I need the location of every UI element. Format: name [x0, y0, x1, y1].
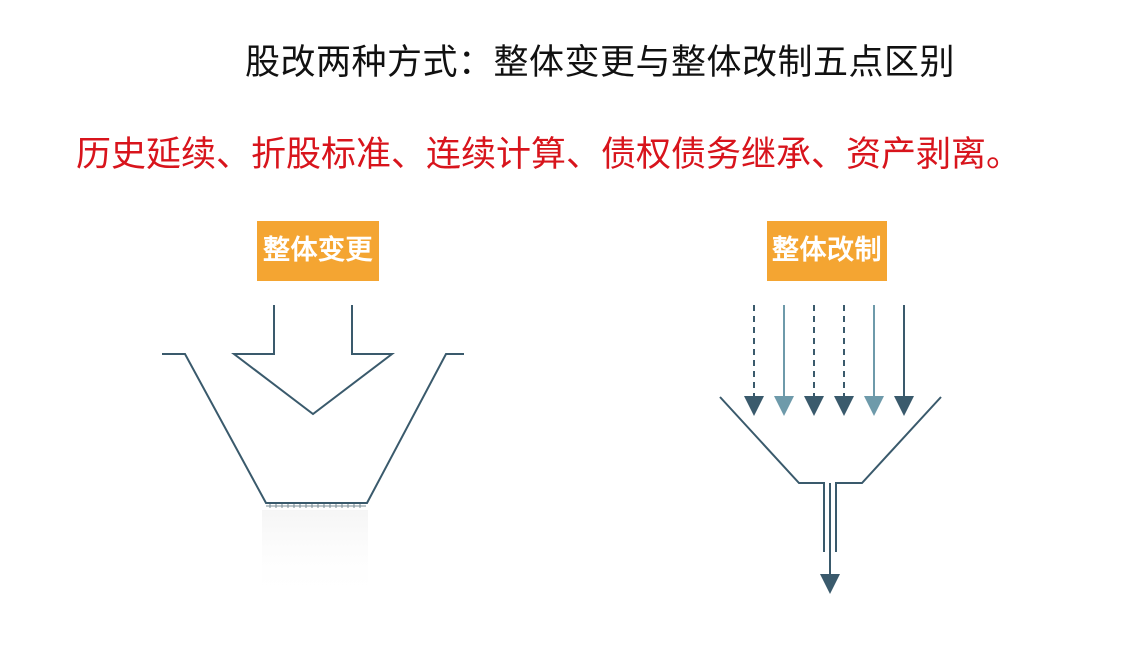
- big-arrow-icon: [231, 305, 395, 416]
- right-funnel-outline: [719, 396, 825, 552]
- label-whole-change: 整体变更: [257, 221, 379, 281]
- left-funnel-bottom-hatch: [266, 504, 366, 508]
- left-funnel-outline: [162, 353, 464, 504]
- incoming-arrows: [744, 305, 914, 416]
- left-funnel-reflection: [262, 510, 368, 600]
- right-funnel: [719, 396, 942, 552]
- slide-subtitle: 历史延续、折股标准、连续计算、债权债务继承、资产剥离。: [76, 135, 1022, 175]
- slide-title: 股改两种方式：整体变更与整体改制五点区别: [244, 43, 955, 83]
- left-funnel: [162, 353, 464, 504]
- label-whole-restructure: 整体改制: [767, 221, 887, 281]
